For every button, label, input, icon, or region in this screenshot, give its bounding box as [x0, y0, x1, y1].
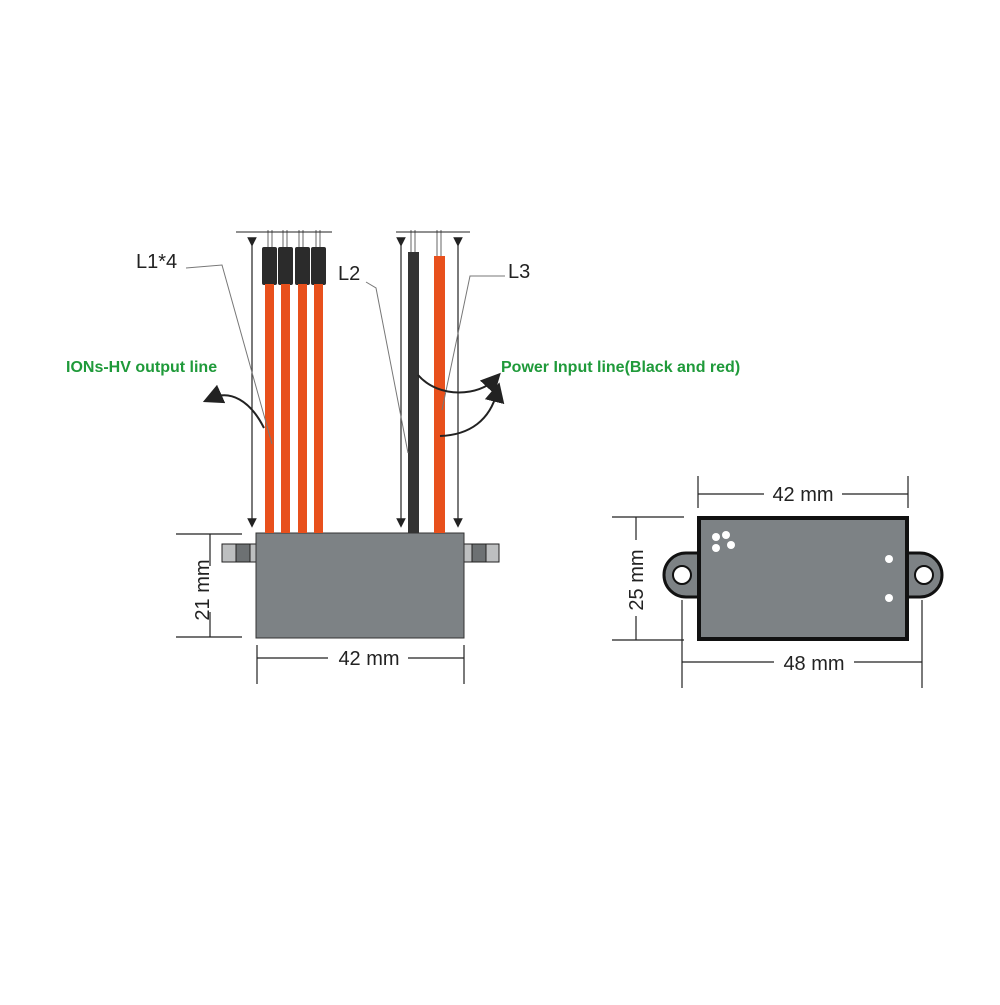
width-dimension-side [256, 645, 465, 684]
hv-wire-1 [265, 284, 274, 533]
height-dimension-side [176, 533, 242, 638]
terminal-dots [712, 531, 893, 602]
power-wire-black [408, 252, 419, 533]
connector-2 [278, 247, 293, 285]
label-l2: L2 [338, 263, 360, 285]
height-dimension-top [612, 516, 684, 641]
connector-4 [311, 247, 326, 285]
module-body-side [255, 532, 465, 639]
label-l3: L3 [508, 261, 530, 283]
curved-arrows [202, 372, 505, 437]
hv-wire-3 [298, 284, 307, 533]
side-height-label: 21 mm [192, 559, 214, 620]
width-dimension-top [697, 476, 909, 508]
power-wires [408, 230, 445, 533]
length-dimension-lines [247, 237, 463, 528]
power-wire-red [434, 256, 445, 533]
connector-3 [295, 247, 310, 285]
top-height-label: 25 mm [626, 549, 648, 610]
hv-wire-2 [281, 284, 290, 533]
connector-1 [262, 247, 277, 285]
module-body-top [697, 516, 909, 641]
label-l1: L1*4 [136, 251, 177, 273]
ions-hv-label: IONs-HV output line [66, 359, 217, 376]
power-input-label: Power Input line(Black and red) [501, 359, 740, 376]
top-view: 42 mm 25 mm 48 mm [612, 476, 944, 688]
hv-wire-4 [314, 284, 323, 533]
overall-width-dimension-top [681, 600, 923, 688]
top-overall-width-label: 48 mm [783, 653, 844, 675]
side-width-label: 42 mm [338, 648, 399, 670]
leader-lines [185, 264, 505, 454]
hv-output-wires [262, 230, 326, 533]
left-mount-tab [221, 543, 259, 563]
left-ear-tab [662, 551, 702, 599]
right-ear-tab [904, 551, 944, 599]
top-width-label: 42 mm [772, 484, 833, 506]
side-view: 21 mm 42 mm L1*4 L2 L3 IONs-HV output li… [66, 230, 740, 684]
right-mount-tab [462, 543, 500, 563]
